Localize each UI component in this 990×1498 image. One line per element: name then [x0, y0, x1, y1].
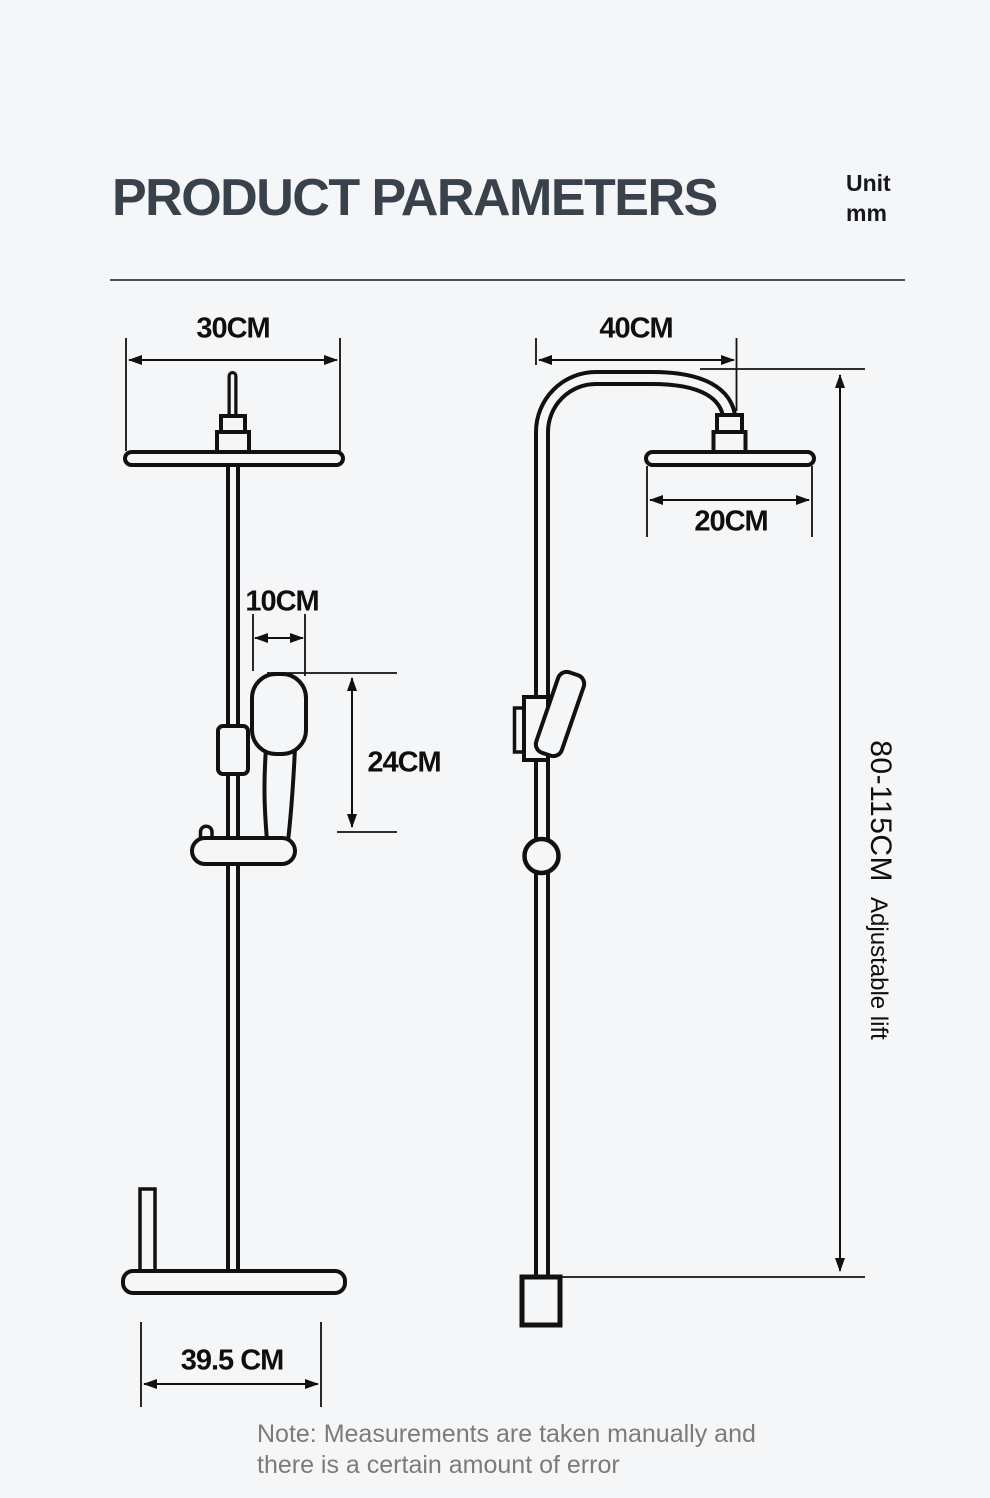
shower-holder [190, 836, 297, 866]
ball-joint [522, 836, 561, 876]
note-line-1: Note: Measurements are taken manually an… [257, 1420, 756, 1448]
dim-label-10cm: 10CM [245, 585, 319, 618]
right-shower-diagram [512, 370, 816, 1328]
overhead-shower-head-left [123, 450, 345, 467]
holder-hook [198, 824, 214, 840]
towel-bar [138, 1187, 157, 1275]
base-shelf [121, 1269, 347, 1295]
dim-label-40cm: 40CM [599, 312, 673, 345]
water-outlet-block [519, 1274, 563, 1328]
unit-block: Unit mm [846, 168, 891, 228]
unit-value: mm [846, 200, 887, 226]
dim-label-lift: 80-115CM Adjustable lift [863, 740, 897, 1040]
note-line-2: there is a certain amount of error [257, 1451, 620, 1479]
dim-label-lift-range: 80-115CM [864, 740, 897, 883]
dim-label-20cm: 20CM [694, 505, 768, 538]
handheld-shower [533, 669, 587, 759]
dim-label-lift-caption: Adjustable lift [865, 897, 892, 1040]
hand-shower-handle [262, 746, 298, 843]
dim-label-30cm: 30CM [196, 312, 270, 345]
left-shower-diagram [121, 371, 347, 1295]
title-divider [110, 279, 905, 281]
page-title: PRODUCT PARAMETERS [112, 169, 718, 227]
footnote: Note: Measurements are taken manually an… [257, 1419, 756, 1481]
slide-bar-block [216, 724, 250, 776]
hand-shower-head [250, 672, 308, 756]
dim-label-39-5cm: 39.5 CM [180, 1344, 285, 1377]
dim-label-24cm: 24CM [367, 746, 441, 779]
overhead-shower-head-right [644, 450, 816, 467]
unit-label: Unit [846, 170, 891, 196]
head-connector-lower [215, 430, 251, 454]
dimension-lines [125, 338, 865, 1407]
arm-connector-lower [711, 430, 748, 454]
